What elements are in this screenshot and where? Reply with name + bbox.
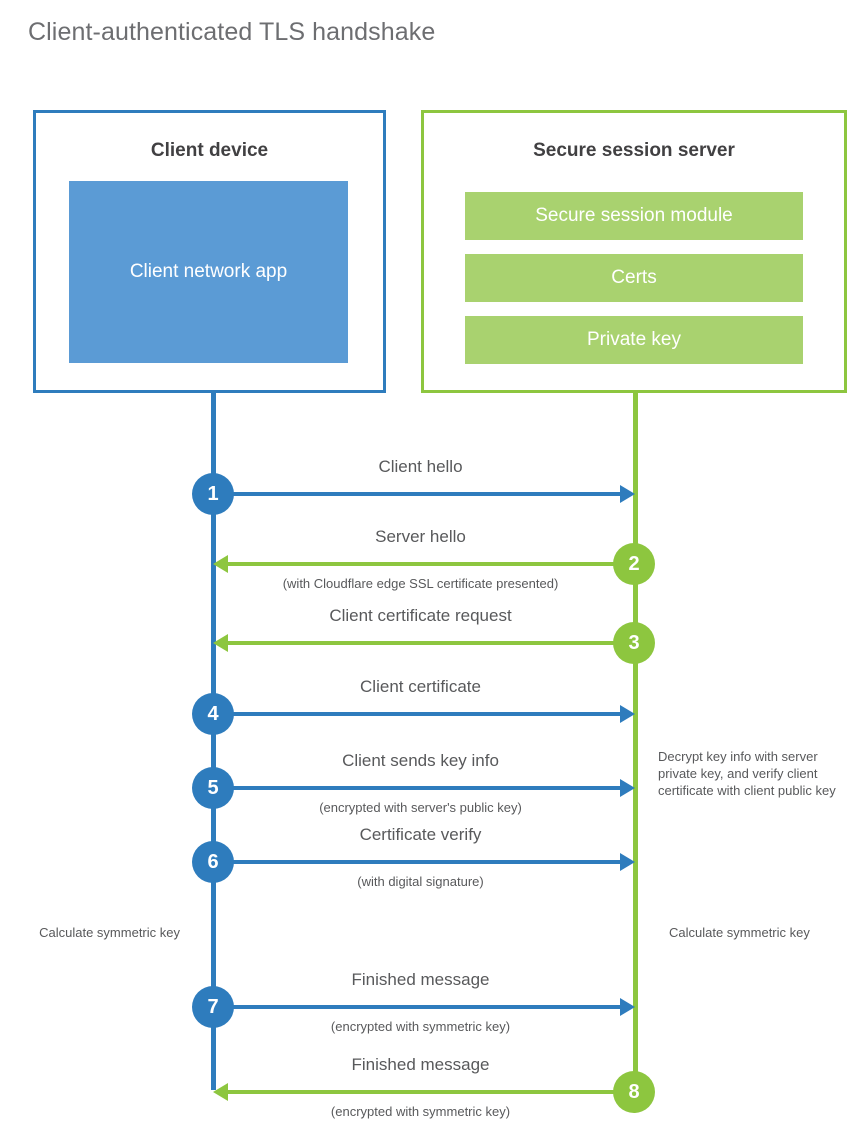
step-badge-3: 3 xyxy=(613,622,655,664)
step-arrow-head-7 xyxy=(620,998,635,1016)
step-arrow-line-6 xyxy=(213,860,623,864)
step-arrow-head-1 xyxy=(620,485,635,503)
step-label-2: Server hello xyxy=(375,527,466,546)
client-network-app-block: Client network app xyxy=(69,181,348,363)
step-sublabel-2: (with Cloudflare edge SSL certificate pr… xyxy=(282,576,559,591)
step-arrow-head-3 xyxy=(213,634,228,652)
client-device-title: Client device xyxy=(150,140,269,161)
step-badge-1: 1 xyxy=(192,473,234,515)
secure-session-server-title: Secure session server xyxy=(533,140,735,161)
note-calculate-symmetric-key-server: Calculate symmetric key xyxy=(669,925,810,940)
client-device-box: Client device Client network app xyxy=(33,110,386,393)
step-sublabel-8: (encrypted with symmetric key) xyxy=(330,1104,511,1119)
server-component-secure-session-module: Secure session module xyxy=(465,192,803,240)
step-badge-2: 2 xyxy=(613,543,655,585)
step-sublabel-7: (encrypted with symmetric key) xyxy=(330,1019,511,1034)
step-arrow-head-4 xyxy=(620,705,635,723)
step-label-4: Client certificate xyxy=(360,677,481,696)
step-arrow-head-2 xyxy=(213,555,228,573)
step-label-1: Client hello xyxy=(378,457,463,476)
step-arrow-head-5 xyxy=(620,779,635,797)
note-calculate-symmetric-key-client: Calculate symmetric key xyxy=(39,925,180,940)
step-arrow-head-8 xyxy=(213,1083,228,1101)
step-sublabel-5: (encrypted with server's public key) xyxy=(319,800,522,815)
step-arrow-line-8 xyxy=(228,1090,635,1094)
step-arrow-line-2 xyxy=(228,562,635,566)
step-arrow-line-3 xyxy=(228,641,635,645)
step-badge-7: 7 xyxy=(192,986,234,1028)
step-badge-6: 6 xyxy=(192,841,234,883)
step-label-8: Finished message xyxy=(351,1055,490,1074)
step-sublabel-6: (with digital signature) xyxy=(357,874,484,889)
server-lifeline xyxy=(633,393,638,1092)
page-title: Client-authenticated TLS handshake xyxy=(28,18,436,46)
step-badge-5: 5 xyxy=(192,767,234,809)
step-badge-4: 4 xyxy=(192,693,234,735)
step-arrow-head-6 xyxy=(620,853,635,871)
step-arrow-line-1 xyxy=(213,492,623,496)
step-label-6: Certificate verify xyxy=(359,825,482,844)
step-label-3: Client certificate request xyxy=(329,606,512,625)
server-component-certs: Certs xyxy=(465,254,803,302)
step-badge-8: 8 xyxy=(613,1071,655,1113)
secure-session-server-box: Secure session server Secure session mod… xyxy=(421,110,847,393)
step-label-7: Finished message xyxy=(351,970,490,989)
step-arrow-line-5 xyxy=(213,786,623,790)
step-arrow-line-7 xyxy=(213,1005,623,1009)
note-decrypt-key-info: Decrypt key info with server private key… xyxy=(658,749,836,798)
client-lifeline xyxy=(211,393,216,1090)
step-label-5: Client sends key info xyxy=(342,751,499,770)
step-arrow-line-4 xyxy=(213,712,623,716)
server-component-private-key: Private key xyxy=(465,316,803,364)
